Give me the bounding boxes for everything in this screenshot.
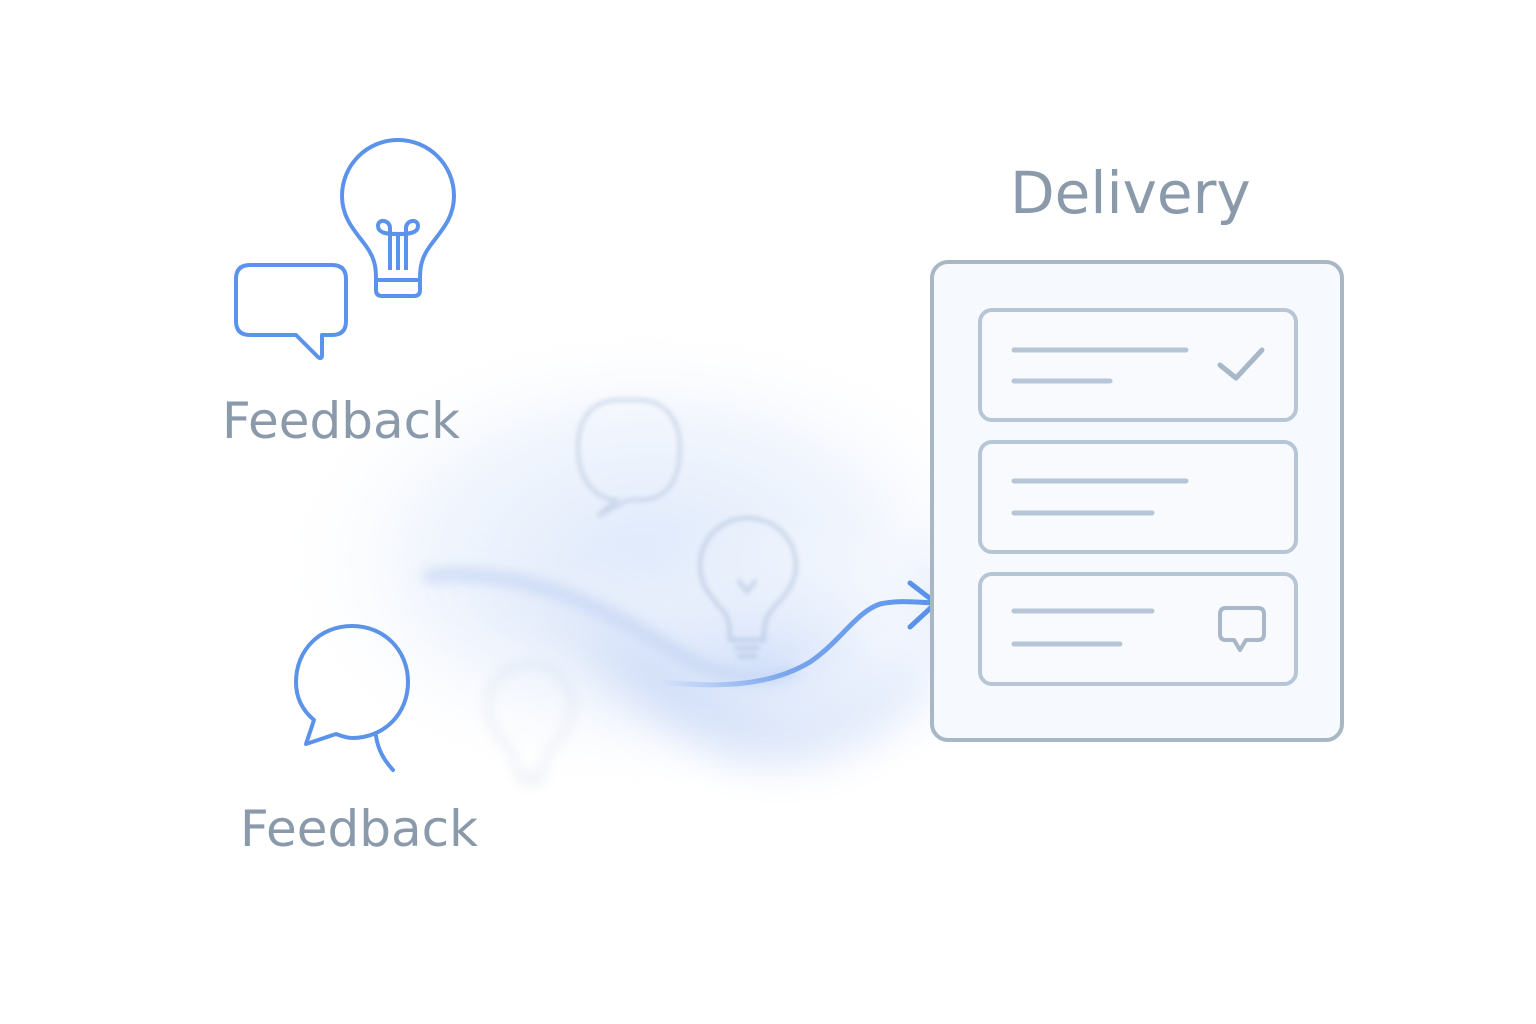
feedback-label-bottom: Feedback bbox=[240, 800, 479, 858]
delivery-label: Delivery bbox=[1010, 159, 1251, 227]
lightbulb-icon bbox=[340, 138, 456, 298]
feedback-label-top: Feedback bbox=[222, 392, 461, 450]
speech-bubble-icon bbox=[234, 263, 348, 361]
checkmark-icon bbox=[1217, 347, 1265, 381]
delivery-card-3 bbox=[978, 572, 1298, 686]
faded-lightbulb-icon-lower bbox=[485, 661, 575, 784]
delivery-panel bbox=[930, 260, 1344, 742]
faded-lightbulb-icon bbox=[697, 515, 799, 658]
delivery-card-1 bbox=[978, 308, 1298, 422]
delivery-card-2 bbox=[978, 440, 1298, 554]
round-speech-bubble-icon bbox=[294, 624, 410, 772]
comment-icon bbox=[1218, 606, 1266, 652]
faded-speech-bubble-icon bbox=[575, 398, 683, 518]
flow-ribbon bbox=[420, 567, 930, 766]
